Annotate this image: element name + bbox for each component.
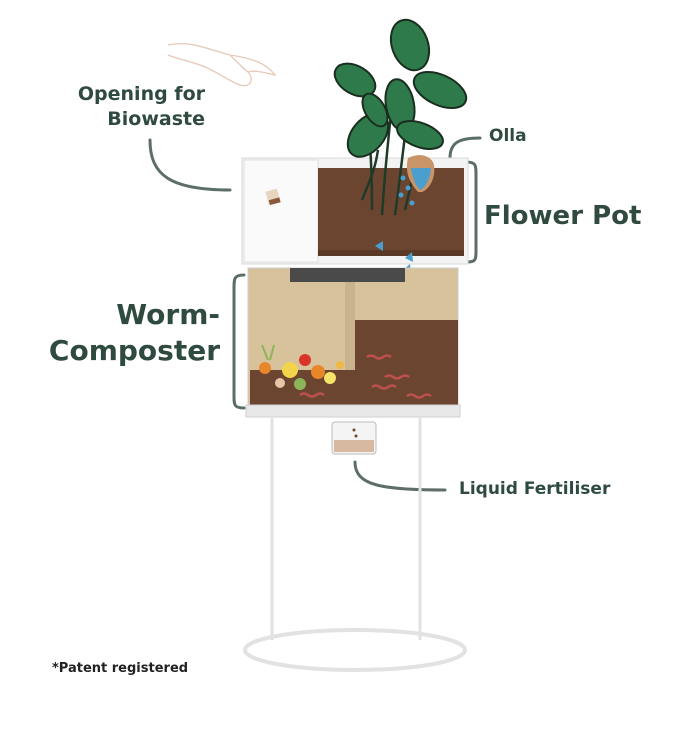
worm-composter-label: Worm- Composter xyxy=(40,301,220,365)
plant xyxy=(333,18,468,216)
food-scraps xyxy=(259,344,344,390)
leader-lines xyxy=(148,136,482,492)
worm-composter-bracket xyxy=(232,273,246,410)
liquid-fertiliser-label: Liquid Fertiliser xyxy=(459,479,611,499)
opening-leader xyxy=(148,138,232,192)
opening-label-line2: Biowaste xyxy=(107,108,205,130)
fertiliser-leader xyxy=(353,460,447,492)
opening-for-biowaste-label: Opening for Biowaste xyxy=(40,85,205,129)
worms xyxy=(299,354,432,399)
olla-leader xyxy=(448,136,482,160)
hand-sketch-icon xyxy=(167,43,277,87)
olla-label: Olla xyxy=(489,126,527,146)
flower-pot-label: Flower Pot xyxy=(484,201,642,231)
patent-note: *Patent registered xyxy=(52,661,189,676)
flower-pot xyxy=(241,157,469,265)
stand xyxy=(243,418,467,672)
worm-composter xyxy=(245,267,461,418)
olla-icon xyxy=(406,155,435,192)
opening-label-line1: Opening for xyxy=(77,83,205,105)
worm-label-line1: Worm- xyxy=(116,298,220,331)
flower-pot-bracket xyxy=(464,160,478,264)
fertiliser-container xyxy=(331,421,377,455)
tea-bag-icon xyxy=(265,188,281,206)
worm-label-line2: Composter xyxy=(48,334,220,367)
